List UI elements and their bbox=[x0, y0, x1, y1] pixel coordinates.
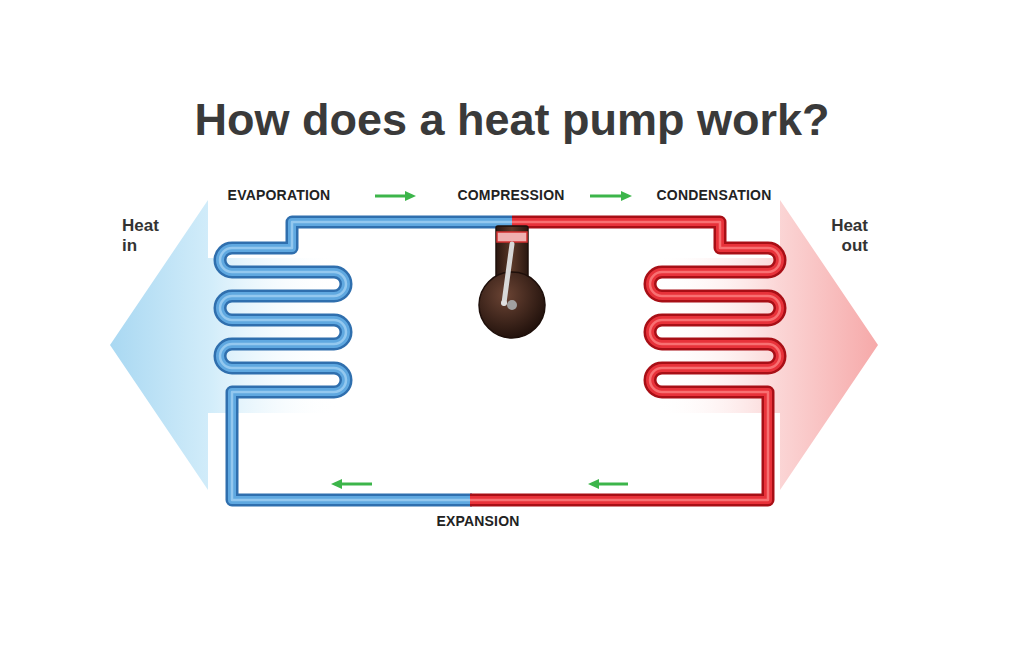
heat-arrow: Heat in bbox=[108, 198, 338, 492]
flow-arrows bbox=[331, 191, 632, 489]
heat-label: Heat in bbox=[122, 216, 159, 257]
stage-label: EVAPORATION bbox=[228, 187, 331, 203]
stage-label: CONDENSATION bbox=[657, 187, 772, 203]
title: How does a heat pump work? bbox=[194, 94, 829, 146]
stage-label: COMPRESSION bbox=[457, 187, 564, 203]
heat-label: Heat out bbox=[831, 216, 868, 257]
heat-arrow: Heat out bbox=[655, 198, 880, 492]
compressor-symbol bbox=[479, 226, 545, 338]
stage-label: EXPANSION bbox=[436, 513, 519, 529]
arrow-shape bbox=[108, 198, 338, 492]
